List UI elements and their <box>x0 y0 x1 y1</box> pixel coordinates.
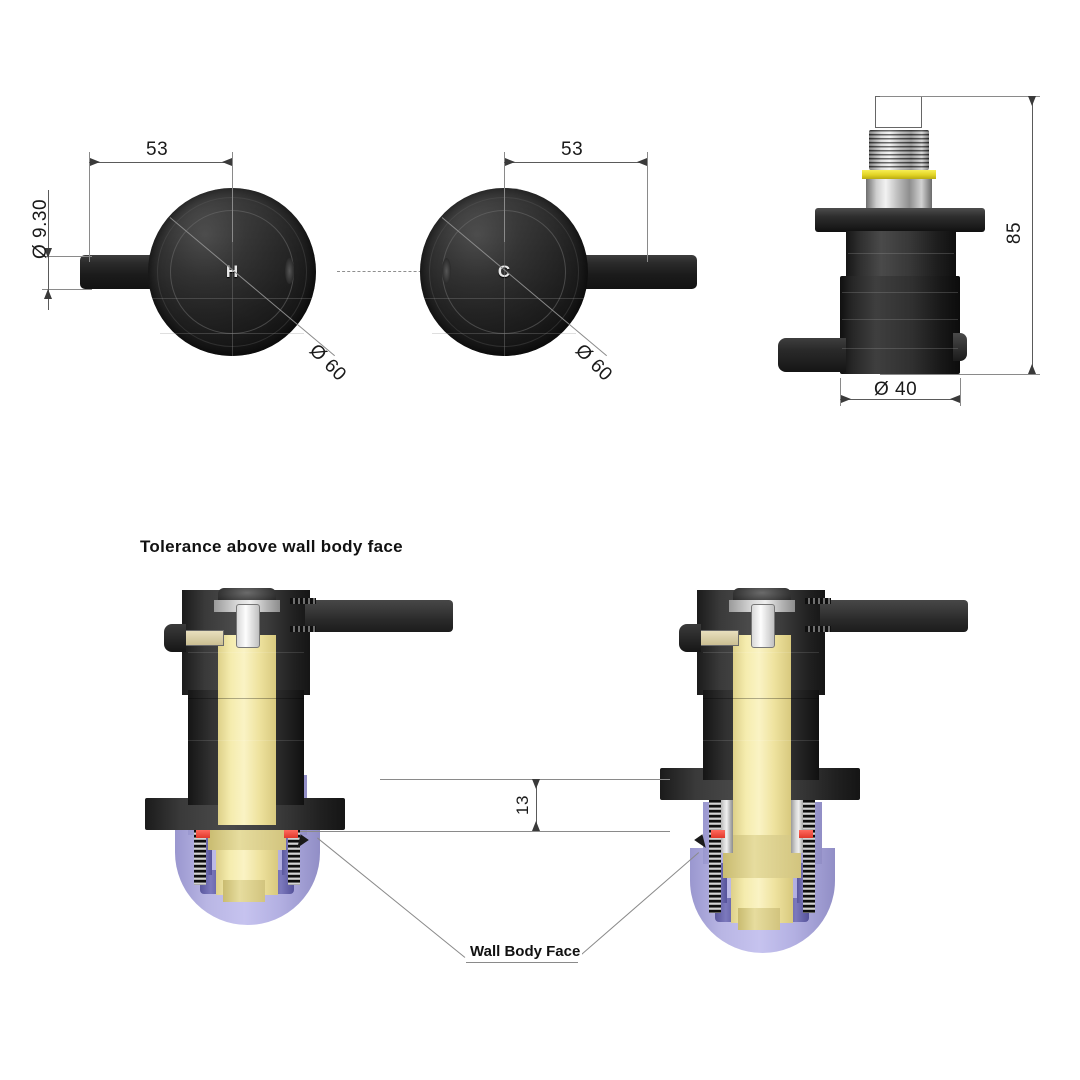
left-arm-thread-top <box>290 598 316 604</box>
hot-dim-lever-diameter-text: Ø 9.30 <box>30 198 51 260</box>
side-dim-40-text: Ø 40 <box>874 379 918 400</box>
left-brass-through <box>218 635 276 825</box>
left-arm-thread-bottom <box>290 626 316 632</box>
right-face-marker-right <box>799 830 813 838</box>
right-cartridge-stem <box>751 604 775 648</box>
sections-title: Tolerance above wall body face <box>140 537 403 556</box>
hot-dim-53-text: 53 <box>146 139 169 160</box>
side-elevation-view <box>778 80 1060 420</box>
left-brass-outlet <box>223 880 265 902</box>
side-lever-arm <box>778 338 846 372</box>
spindle-barrel <box>866 179 932 211</box>
right-brass-through <box>733 635 791 835</box>
cold-knob-side-notch <box>442 258 451 284</box>
right-brass-shoulder <box>723 833 801 878</box>
spindle-top-cap <box>875 96 922 128</box>
left-section-view <box>140 580 460 980</box>
spindle-yellow-band <box>862 170 936 179</box>
right-arm-thread-bottom <box>805 626 831 632</box>
left-cartridge-stem <box>236 604 260 648</box>
wall-body-face-label: Wall Body Face <box>468 943 583 960</box>
upper-body-cylinder <box>846 231 956 281</box>
right-grub-screw <box>699 630 739 646</box>
left-face-marker-left <box>196 830 210 838</box>
cold-dim-53-text: 53 <box>561 139 584 160</box>
hot-handle-view: H <box>60 170 380 400</box>
side-dim-85-text: 85 <box>1004 221 1025 245</box>
cold-lever-arm <box>567 255 697 289</box>
hot-knob-side-notch <box>285 258 294 284</box>
left-grub-screw <box>184 630 224 646</box>
lower-body-cylinder <box>840 276 960 374</box>
right-screw-boss <box>679 624 701 652</box>
spindle-thread <box>869 130 929 170</box>
left-screw-boss <box>164 624 186 652</box>
right-face-marker-left <box>711 830 725 838</box>
wall-flange <box>815 208 985 232</box>
right-arm-thread-top <box>805 598 831 604</box>
right-section-view <box>655 580 975 980</box>
right-lever-arm <box>820 600 968 632</box>
left-face-marker-right <box>284 830 298 838</box>
tolerance-dim-13-text: 13 <box>513 795 532 815</box>
right-brass-outlet <box>738 908 780 930</box>
cold-handle-view: C <box>415 170 735 400</box>
left-lever-arm <box>305 600 453 632</box>
views-centerline <box>337 271 437 272</box>
body-side-nub <box>953 333 967 361</box>
